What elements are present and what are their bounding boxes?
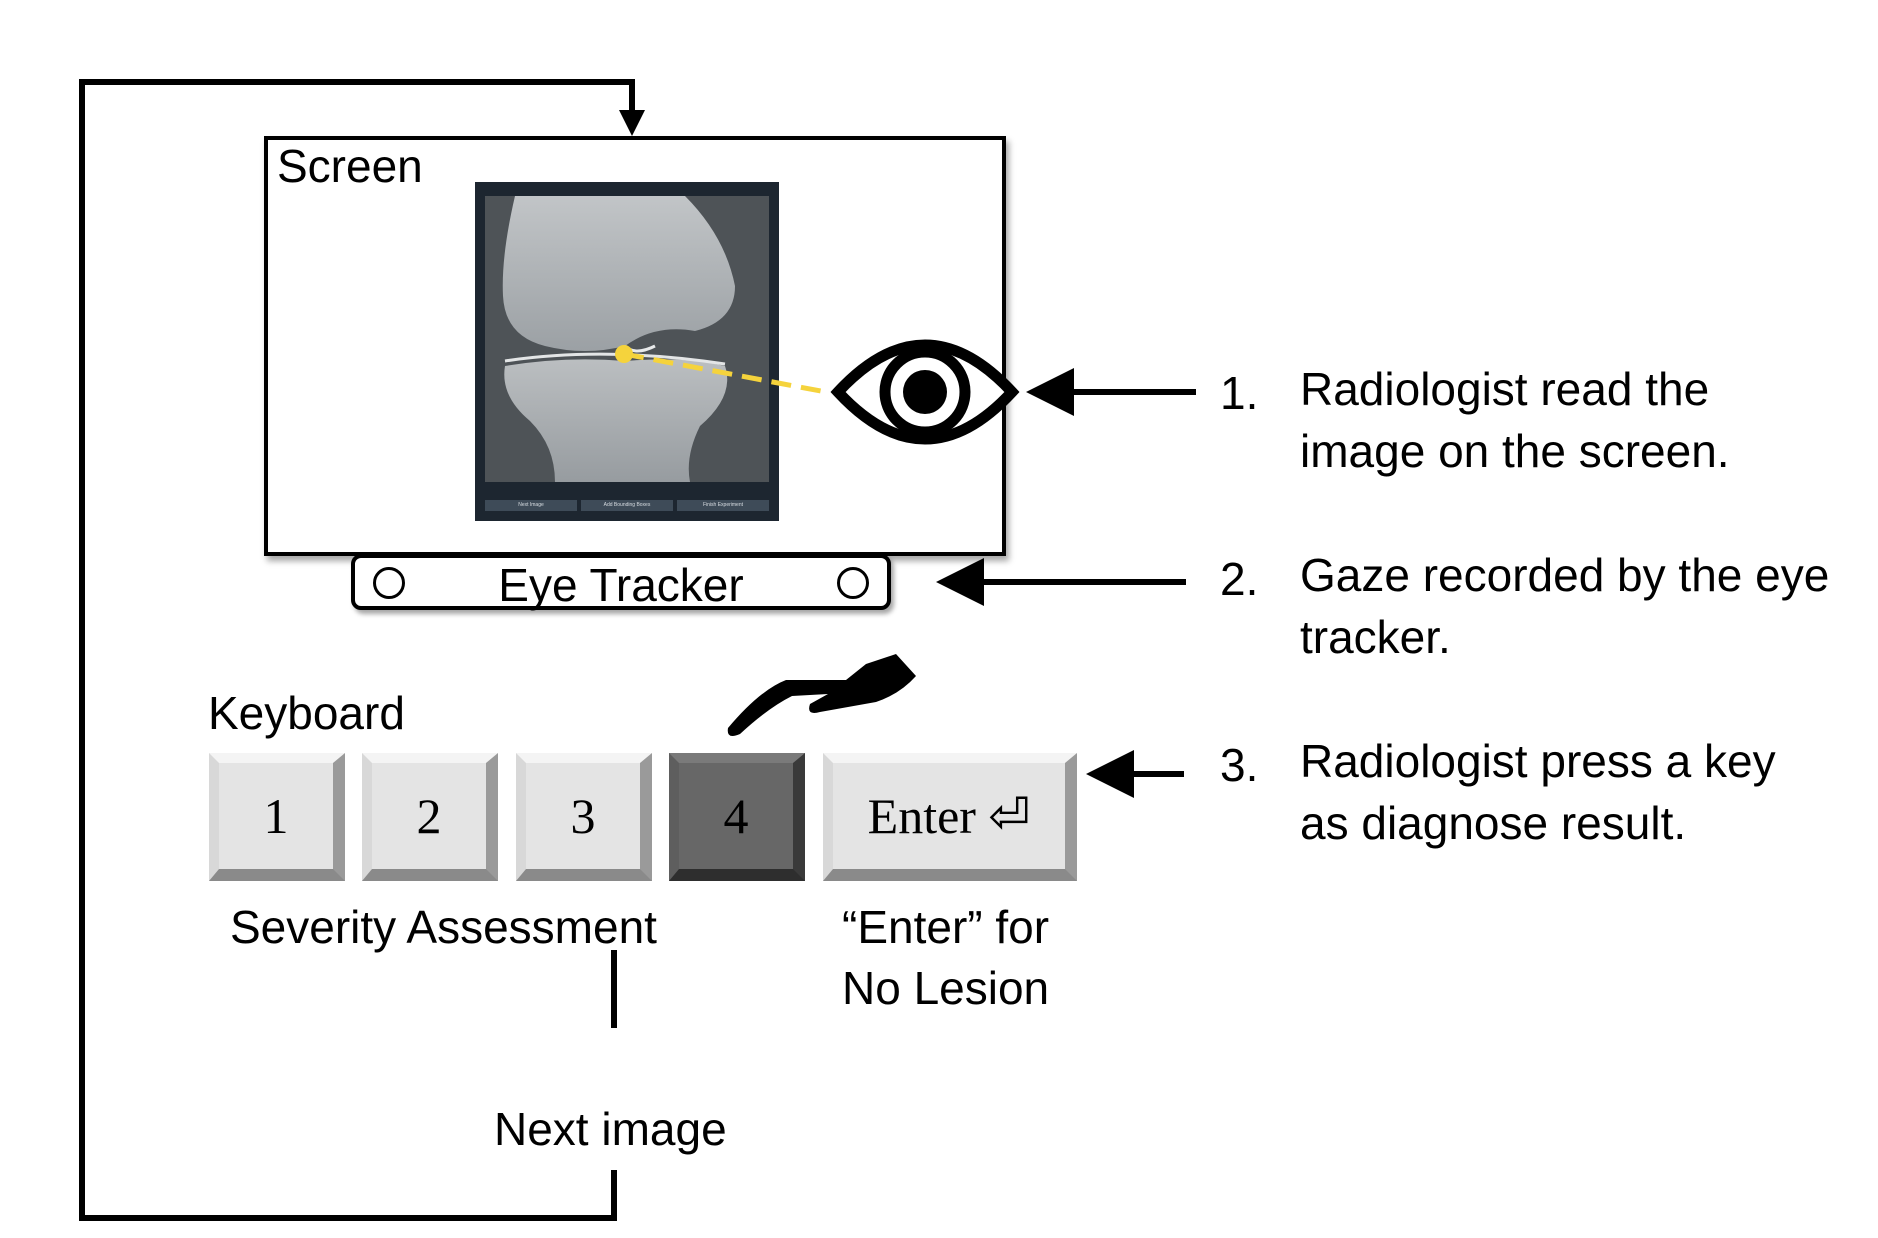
loop-line: [79, 79, 635, 1221]
hand-icon: [727, 654, 916, 736]
viewer-finish-experiment-button[interactable]: Finish Experiment: [677, 500, 769, 511]
key-enter[interactable]: Enter ⏎: [823, 753, 1077, 881]
step-2-number: 2.: [1220, 553, 1259, 605]
screen-title: Screen: [277, 140, 423, 192]
step-3-line1: Radiologist press a key: [1300, 735, 1776, 787]
viewer-add-bounding-boxes-button[interactable]: Add Bounding Boxes: [581, 500, 673, 511]
enter-note-line2: No Lesion: [842, 962, 1050, 1014]
viewer-button-bar: Next Image Add Bounding Boxes Finish Exp…: [485, 500, 769, 511]
xray-viewer: Next Image Add Bounding Boxes Finish Exp…: [475, 182, 779, 521]
step-1-line2: image on the screen.: [1300, 425, 1730, 477]
step-3-text: Radiologist press a key as diagnose resu…: [1300, 730, 1860, 854]
key-2[interactable]: 2: [362, 753, 498, 881]
severity-assessment-label: Severity Assessment: [230, 901, 657, 953]
knee-xray-drawing: [485, 196, 769, 482]
arrow-down-icon: [619, 110, 645, 136]
key-1[interactable]: 1: [209, 753, 345, 881]
eye-tracker-label: Eye Tracker: [498, 559, 744, 611]
tracker-sensor-right: [837, 567, 869, 599]
next-image-label: Next image: [494, 1103, 727, 1155]
viewer-next-image-button[interactable]: Next Image: [485, 500, 577, 511]
key-3[interactable]: 3: [516, 753, 652, 881]
step-3-number: 3.: [1220, 739, 1259, 791]
gaze-line: [623, 351, 827, 395]
step-1-number: 1.: [1220, 367, 1259, 419]
step-3-line2: as diagnose result.: [1300, 797, 1687, 849]
tracker-sensor-left: [373, 567, 405, 599]
keyboard-title: Keyboard: [208, 687, 405, 739]
step-2-line1: Gaze recorded by the eye: [1300, 549, 1830, 601]
eye-tracker-device: Eye Tracker: [351, 554, 891, 610]
step-2-text: Gaze recorded by the eye tracker.: [1300, 544, 1875, 668]
step-2-line2: tracker.: [1300, 611, 1451, 663]
key-4[interactable]: 4: [669, 753, 805, 881]
step-1-text: Radiologist read the image on the screen…: [1300, 358, 1860, 482]
step-1-line1: Radiologist read the: [1300, 363, 1710, 415]
enter-note-line1: “Enter” for: [842, 901, 1050, 953]
knee-xray-image: [485, 196, 769, 482]
eye-icon: [830, 339, 1020, 445]
